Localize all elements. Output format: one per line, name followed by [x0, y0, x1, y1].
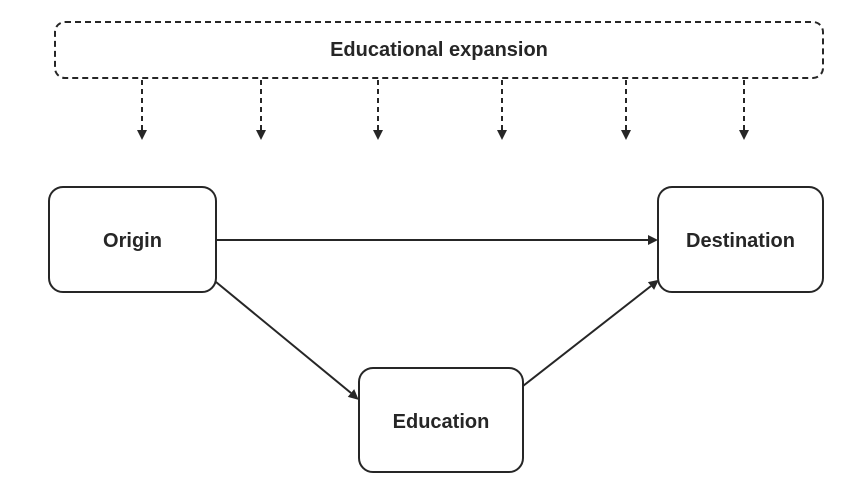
node-origin-label: Origin — [103, 230, 162, 252]
expansion-arrow-2 — [256, 80, 266, 140]
expansion-arrow-1 — [137, 80, 147, 140]
expansion-box-frame — [54, 21, 824, 79]
edge-origin-destination — [216, 235, 658, 245]
path-edges — [215, 235, 659, 400]
node-destination-label: Destination — [686, 230, 795, 252]
arrowhead-down — [373, 130, 383, 140]
expansion-arrow-6 — [739, 80, 749, 140]
arrowhead-diagonal — [347, 389, 359, 400]
node-education: Education — [358, 367, 524, 473]
arrowhead-down — [621, 130, 631, 140]
node-destination: Destination — [657, 186, 824, 293]
expansion-box: Educational expansion — [54, 21, 824, 79]
edge-origin-education — [215, 281, 359, 400]
arrowhead-down — [137, 130, 147, 140]
arrowhead-down — [256, 130, 266, 140]
node-origin-box — [48, 186, 217, 293]
expansion-arrow-5 — [621, 80, 631, 140]
node-education-box — [358, 367, 524, 473]
arrowhead-down — [739, 130, 749, 140]
edge-line — [522, 285, 652, 387]
arrowhead-right — [648, 235, 658, 245]
expansion-arrows — [137, 80, 749, 140]
arrowhead-down — [497, 130, 507, 140]
node-education-label: Education — [393, 411, 490, 433]
arrowhead-diagonal — [647, 279, 659, 290]
expansion-arrow-3 — [373, 80, 383, 140]
edge-line — [215, 281, 352, 394]
edge-education-destination — [522, 279, 659, 387]
node-destination-box — [657, 186, 824, 293]
node-origin: Origin — [48, 186, 217, 293]
expansion-label: Educational expansion — [330, 39, 548, 61]
expansion-arrow-4 — [497, 80, 507, 140]
